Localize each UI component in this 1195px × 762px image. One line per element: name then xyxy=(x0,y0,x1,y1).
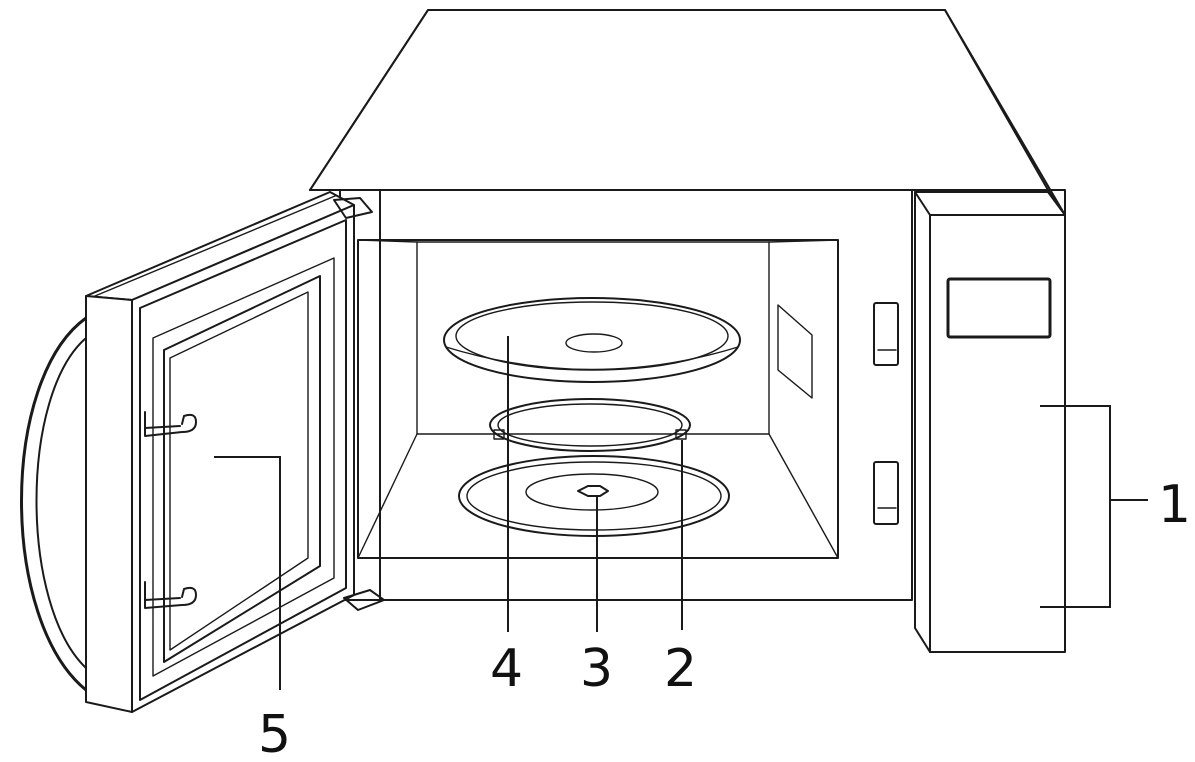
cabinet-top xyxy=(309,9,1066,216)
leader-lines xyxy=(214,336,1148,690)
callout-1: 1 xyxy=(1158,475,1191,535)
callout-2: 2 xyxy=(664,639,697,699)
display-window xyxy=(946,277,1052,339)
control-panel xyxy=(914,191,1066,653)
cabinet-front xyxy=(339,189,913,601)
door-latch-slots xyxy=(873,302,899,525)
glass-tray xyxy=(443,297,741,383)
turntable-floor xyxy=(458,455,730,537)
callout-3: 3 xyxy=(580,639,613,699)
callout-4: 4 xyxy=(490,639,523,699)
door xyxy=(20,191,385,713)
roller-ring xyxy=(489,398,691,452)
callout-5: 5 xyxy=(258,705,291,762)
callout-labels: 1 2 3 4 5 xyxy=(258,475,1191,762)
